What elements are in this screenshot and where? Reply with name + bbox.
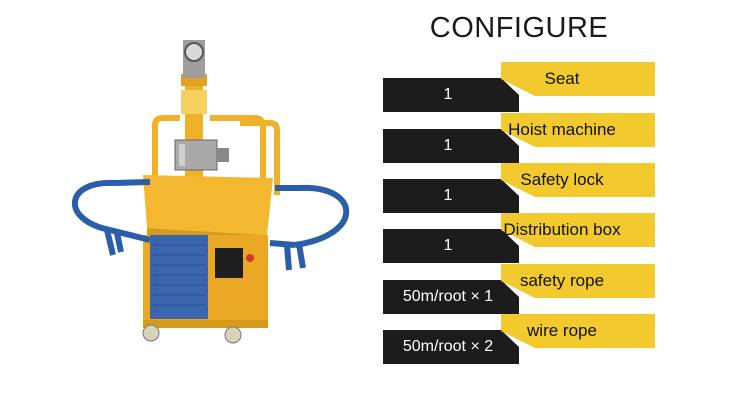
config-label-box: Safety lock (383, 163, 655, 197)
config-label: Distribution box (503, 220, 621, 239)
config-label-bg (501, 163, 655, 197)
seat-platform (143, 175, 273, 242)
config-label-box: Hoist machine (383, 113, 655, 147)
config-value-bg (383, 179, 519, 213)
page-title: CONFIGURE (429, 12, 609, 44)
config-value: 1 (443, 86, 453, 103)
config-label-box: Distribution box (383, 213, 655, 247)
config-label-bg (501, 314, 655, 348)
config-value: 50m/root × 2 (402, 338, 494, 355)
config-label: Seat (544, 69, 580, 88)
product-photo (72, 40, 350, 344)
config-value: 1 (443, 187, 453, 204)
config-label: Hoist machine (508, 120, 616, 139)
config-label: Safety lock (520, 170, 604, 189)
config-value-box: 1 (383, 229, 519, 263)
safety-lock-device (174, 139, 229, 171)
config-value-bg (383, 330, 519, 364)
config-value-bg (383, 129, 519, 163)
guard-rail (72, 179, 350, 248)
guard-rail-front (104, 179, 306, 271)
config-value-box: 1 (383, 179, 519, 213)
config-label: safety rope (519, 271, 605, 290)
config-row: 50m/root × 1 safety rope (383, 264, 655, 314)
config-value-box: 1 (383, 78, 519, 112)
config-row: 1 Distribution box (383, 213, 655, 263)
config-label-box: wire rope (383, 314, 655, 348)
config-label-box: Seat (383, 62, 655, 96)
config-value-box: 1 (383, 129, 519, 163)
config-row: 1 Seat (383, 62, 655, 112)
config-value-bg (383, 78, 519, 112)
wheels (142, 320, 268, 344)
hoist-body (143, 235, 268, 327)
seat-frame (152, 115, 280, 200)
config-row: 1 Hoist machine (383, 113, 655, 163)
config-row: 1 Safety lock (383, 163, 655, 213)
config-row: 50m/root × 2 wire rope (383, 314, 655, 364)
config-value-bg (383, 229, 519, 263)
config-label-box: safety rope (383, 264, 655, 298)
config-label-bg (501, 113, 655, 147)
config-label: wire rope (527, 321, 597, 340)
config-value: 1 (443, 237, 453, 254)
config-label-bg (501, 62, 655, 96)
config-value-box: 50m/root × 2 (383, 330, 519, 364)
config-value: 50m/root × 1 (402, 288, 494, 305)
config-label-bg (501, 213, 655, 247)
config-value-bg (383, 280, 519, 314)
config-label-bg (501, 264, 655, 298)
config-value-box: 50m/root × 1 (383, 280, 519, 314)
config-value: 1 (443, 137, 453, 154)
